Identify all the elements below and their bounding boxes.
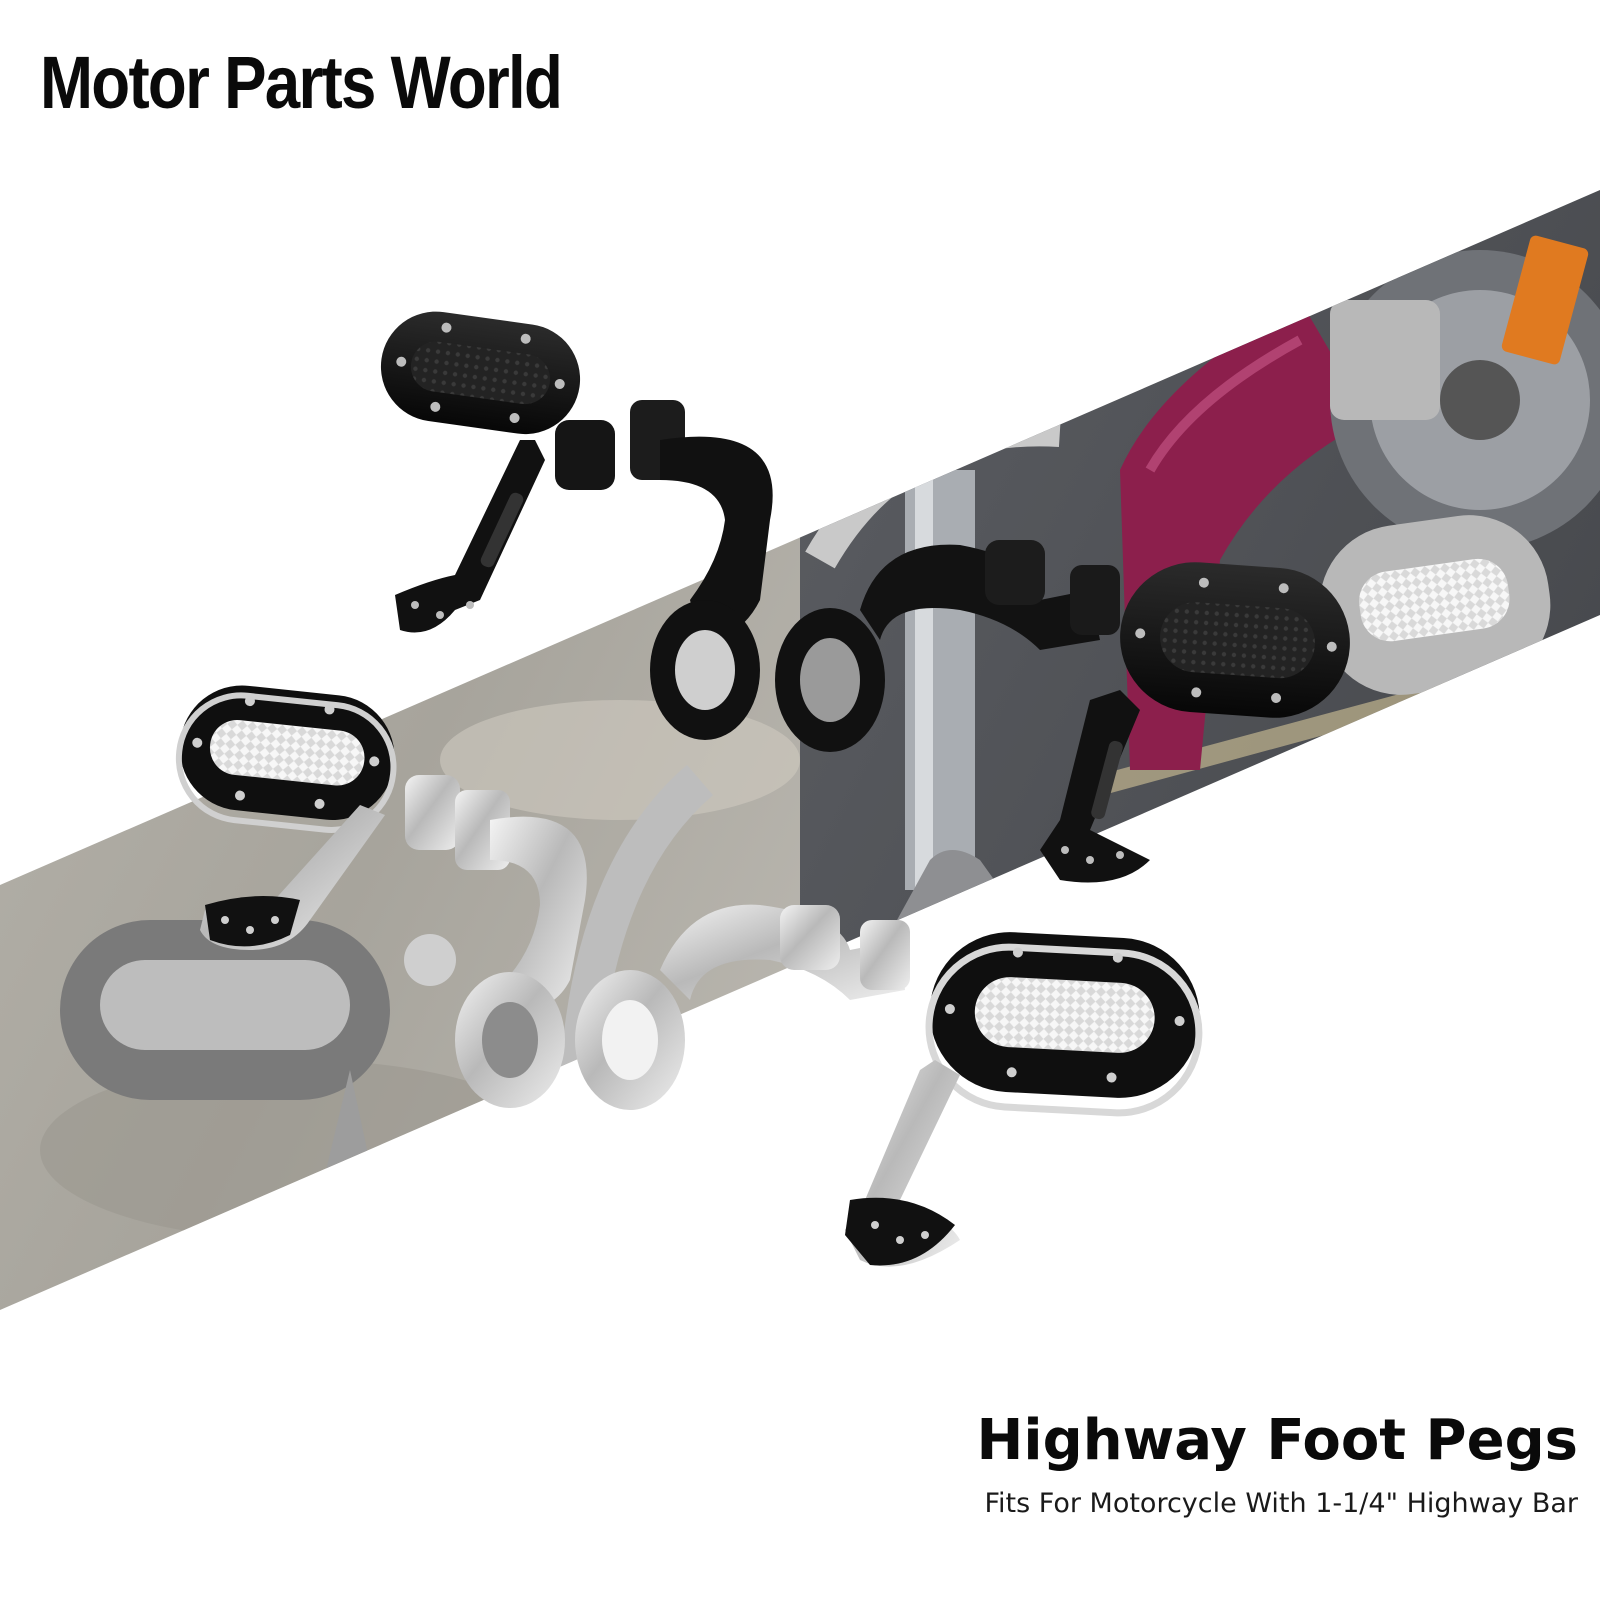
brand-logo: Motor Parts World (40, 41, 563, 124)
product-title: Highway Foot Pegs (976, 1408, 1578, 1473)
product-subtitle: Fits For Motorcycle With 1-1/4" Highway … (984, 1488, 1578, 1519)
